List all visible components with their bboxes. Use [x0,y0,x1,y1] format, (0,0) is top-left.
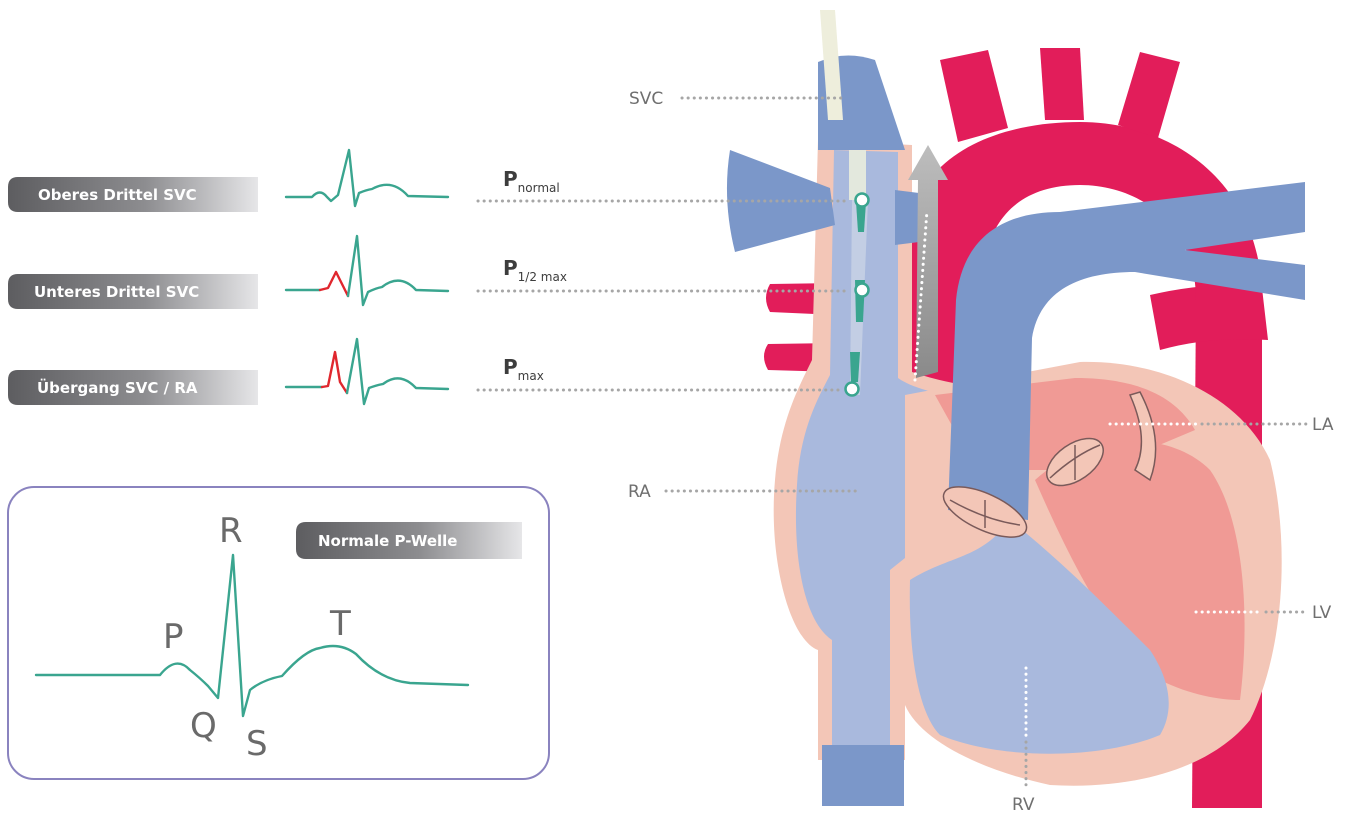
wave-label-p: P [163,617,184,657]
catheter-marker [856,194,869,207]
p-label: P1/2 max [503,256,567,284]
catheter-marker [846,383,859,396]
wave-label-s: S [246,724,268,764]
p-label: Pnormal [503,167,560,195]
p-label: Pmax [503,355,544,383]
heart-illustration [727,10,1305,808]
wave-label-q: Q [190,706,217,746]
label-lv: LV [1312,603,1332,623]
left-subclavian-artery [1118,52,1180,138]
label-la: LA [1312,415,1334,435]
position-label: Oberes Drittel SVC [38,186,197,204]
catheter-marker [856,284,869,297]
wave-label-t: T [329,604,351,644]
wave-label-r: R [219,511,243,551]
brachiocephalic-artery [940,50,1008,142]
legend-title: Normale P-Welle [318,532,457,550]
inferior-vena-cava [822,745,904,806]
label-svc: SVC [629,89,663,109]
normal-p-wave-legend: Normale P-Welle P Q R S T [8,487,549,779]
ecg-trace [348,236,448,305]
position-label: Übergang SVC / RA [37,378,198,397]
ecg-trace [347,339,448,404]
ecg-row-3: Übergang SVC / RA Pmax [8,339,859,405]
position-label: Unteres Drittel SVC [34,283,199,301]
label-rv: RV [1012,795,1035,815]
label-ra: RA [628,482,651,502]
p-wave [322,352,347,393]
p-wave [320,272,348,296]
ecg-trace [286,150,448,206]
left-carotid-artery [1040,48,1084,120]
